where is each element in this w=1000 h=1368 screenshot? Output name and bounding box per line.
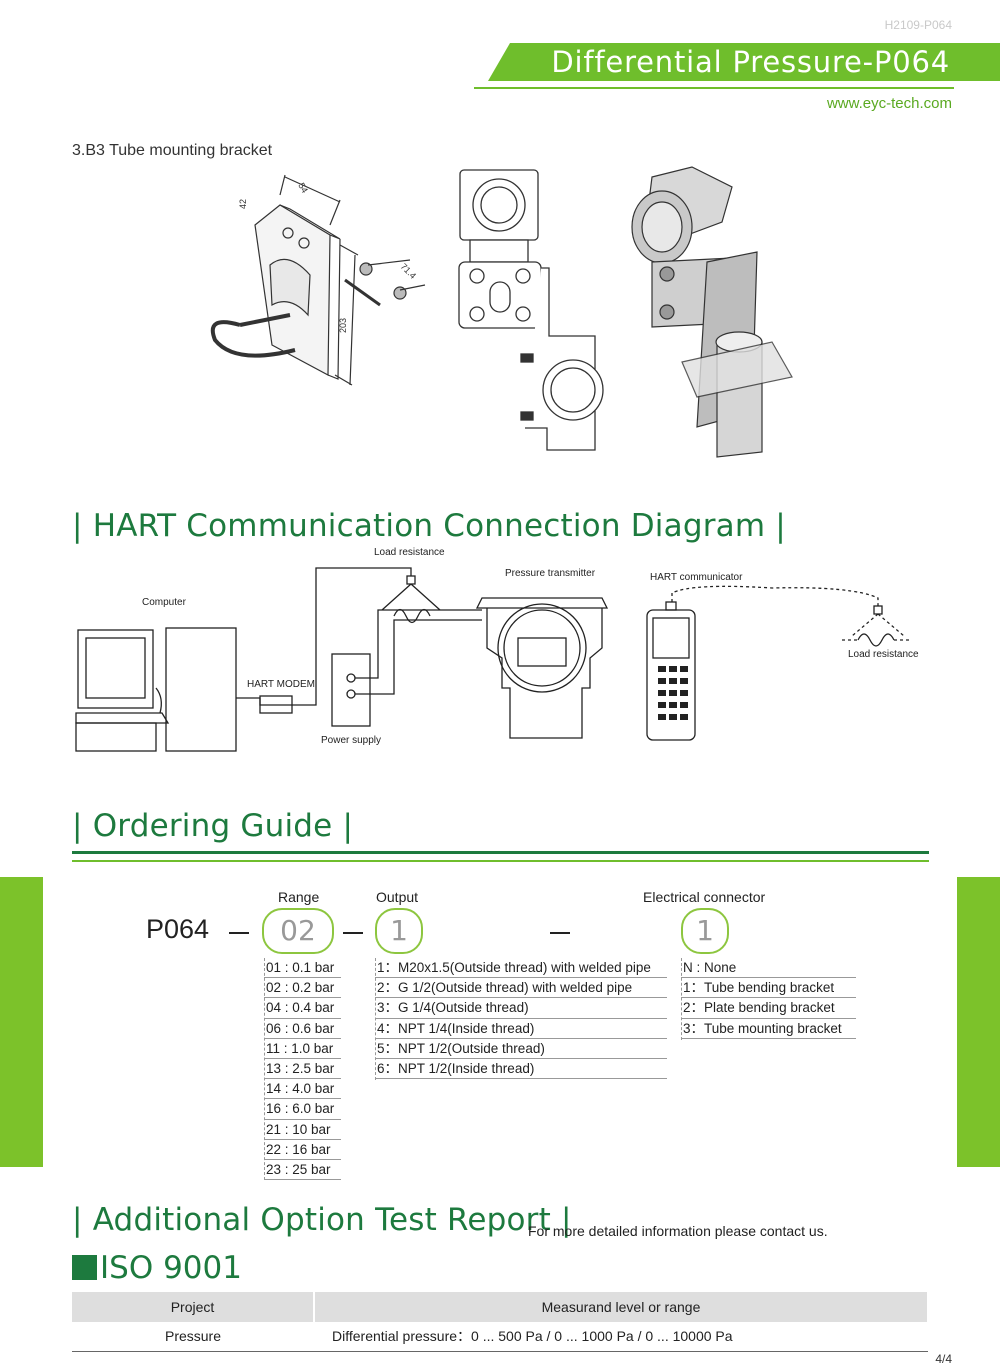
separator-dash bbox=[343, 932, 363, 934]
square-bullet-icon bbox=[72, 1255, 97, 1280]
dim-71-4: 71.4 bbox=[399, 261, 418, 280]
list-item: 22 : 16 bar bbox=[264, 1140, 341, 1160]
ordering-rule-dark bbox=[72, 851, 929, 854]
list-item: 04 : 0.4 bar bbox=[264, 998, 341, 1019]
range-options-list: 01 : 0.1 bar 02 : 0.2 bar 04 : 0.4 bar 0… bbox=[264, 958, 341, 1181]
table-cell-range: Differential pressure：0 ... 500 Pa / 0 .… bbox=[314, 1322, 928, 1352]
table-row: Pressure Differential pressure：0 ... 500… bbox=[72, 1322, 928, 1352]
hart-modem-label: HART MODEM bbox=[247, 679, 315, 690]
iso-table: Project Measurand level or range Pressur… bbox=[72, 1292, 929, 1352]
list-item: 1：Tube bending bracket bbox=[681, 978, 856, 999]
load-resistance-label: Load resistance bbox=[374, 547, 445, 558]
output-options-list: 1：M20x1.5(Outside thread) with welded pi… bbox=[375, 958, 667, 1080]
page-title: Differential Pressure-P064 bbox=[551, 45, 950, 79]
document-code: H2109-P064 bbox=[884, 18, 952, 32]
connector-options-list: N : None 1：Tube bending bracket 2：Plate … bbox=[681, 958, 856, 1039]
list-item: 16 : 6.0 bar bbox=[264, 1099, 341, 1120]
list-item: 5：NPT 1/2(Outside thread) bbox=[375, 1039, 667, 1059]
list-item: 4：NPT 1/4(Inside thread) bbox=[375, 1019, 667, 1039]
iso-heading-text: ISO 9001 bbox=[100, 1250, 242, 1286]
bracket-front-view bbox=[458, 169, 604, 451]
title-underline bbox=[474, 87, 954, 89]
computer-label: Computer bbox=[142, 597, 186, 608]
iso-heading: ISO 9001 bbox=[72, 1250, 242, 1286]
output-label: Output bbox=[376, 889, 419, 905]
connector-code-box: 1 bbox=[681, 908, 729, 954]
list-item: 3：Tube mounting bracket bbox=[681, 1019, 856, 1039]
connector-label: Electrical connector bbox=[643, 889, 766, 905]
website-link[interactable]: www.eyc-tech.com bbox=[826, 95, 952, 112]
list-item: 3：G 1/4(Outside thread) bbox=[375, 998, 667, 1019]
power-supply-label: Power supply bbox=[321, 735, 382, 746]
list-item: 14 : 4.0 bar bbox=[264, 1079, 341, 1100]
dim-203: 203 bbox=[338, 318, 348, 333]
model-code: P064 bbox=[146, 914, 210, 944]
hart-connection-diagram bbox=[75, 567, 912, 752]
list-item: 2：G 1/2(Outside thread) with welded pipe bbox=[375, 978, 667, 999]
range-options-line bbox=[264, 958, 265, 1180]
list-item: 06 : 0.6 bar bbox=[264, 1019, 341, 1039]
list-item: 6：NPT 1/2(Inside thread) bbox=[375, 1059, 667, 1080]
list-item: N : None bbox=[681, 958, 856, 979]
ordering-section-heading: | Ordering Guide | bbox=[72, 808, 354, 844]
list-item: 11 : 1.0 bar bbox=[264, 1039, 341, 1059]
list-item: 23 : 25 bar bbox=[264, 1160, 341, 1181]
list-item: 01 : 0.1 bar bbox=[264, 958, 341, 979]
pressure-transmitter-label: Pressure transmitter bbox=[505, 568, 596, 579]
output-code-box: 1 bbox=[375, 908, 423, 954]
page-number: 4/4 bbox=[935, 1352, 952, 1366]
report-contact-note: For more detailed information please con… bbox=[528, 1223, 828, 1239]
connector-options-line bbox=[681, 958, 682, 1040]
table-header-project: Project bbox=[72, 1292, 315, 1322]
table-cell-project: Pressure bbox=[72, 1322, 314, 1352]
hart-communicator-label: HART communicator bbox=[650, 572, 743, 583]
list-item: 21 : 10 bar bbox=[264, 1120, 341, 1140]
load-resistance-label-2: Load resistance bbox=[848, 649, 919, 660]
hart-section-heading: | HART Communication Connection Diagram … bbox=[72, 508, 786, 544]
range-label: Range bbox=[278, 889, 320, 905]
bracket-dimension-drawing: 54 42 71.4 203 bbox=[210, 174, 426, 386]
separator-dash bbox=[229, 932, 249, 934]
table-header-range: Measurand level or range bbox=[314, 1292, 929, 1322]
dim-54: 54 bbox=[296, 181, 310, 195]
bracket-caption: 3.B3 Tube mounting bracket bbox=[72, 142, 273, 159]
range-code-box: 02 bbox=[262, 908, 334, 954]
list-item: 2：Plate bending bracket bbox=[681, 998, 856, 1019]
separator-dash bbox=[550, 932, 570, 934]
right-accent-bar bbox=[957, 877, 1000, 1167]
dim-42: 42 bbox=[238, 199, 248, 209]
list-item: 13 : 2.5 bar bbox=[264, 1059, 341, 1080]
left-accent-bar bbox=[0, 877, 43, 1167]
title-banner bbox=[488, 43, 1000, 81]
bracket-3d-view bbox=[631, 166, 793, 458]
list-item: 1：M20x1.5(Outside thread) with welded pi… bbox=[375, 958, 667, 979]
list-item: 02 : 0.2 bar bbox=[264, 978, 341, 999]
report-section-heading: | Additional Option Test Report | bbox=[72, 1202, 572, 1238]
ordering-rule-light bbox=[72, 860, 929, 862]
output-options-line bbox=[375, 958, 376, 1080]
